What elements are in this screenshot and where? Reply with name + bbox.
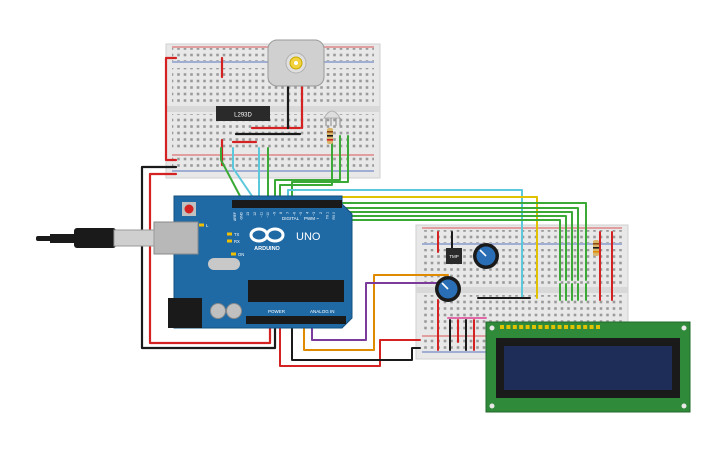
digital-pin-label: ~3 <box>312 212 316 216</box>
status-led <box>227 232 232 236</box>
status-led-labels: TX RX L ON <box>199 223 244 257</box>
arduino-brand: ARDUINO <box>254 246 280 252</box>
power-label: POWER <box>268 309 286 314</box>
analog-label: ANALOG IN <box>310 309 335 314</box>
digital-pin-label: ~9 <box>273 212 277 216</box>
rgb-led[interactable] <box>323 110 341 126</box>
digital-pin-label: 12 <box>253 212 257 216</box>
status-led-label: L <box>206 223 209 228</box>
wire-orange-a0 <box>303 274 449 351</box>
digital-pin-label: 2 <box>319 212 323 214</box>
wire-green-led-3 <box>291 135 349 206</box>
lcd-pin <box>583 325 588 329</box>
lcd-pin <box>557 325 562 329</box>
lcd-pin <box>596 325 600 329</box>
lcd-pin <box>506 325 511 329</box>
status-led-label: RX <box>234 239 240 244</box>
digital-pin-label: AREF <box>233 212 237 221</box>
usb-cable <box>36 228 155 248</box>
h-bridge-ic[interactable]: L293D <box>216 106 270 121</box>
arduino-logo-icon <box>249 227 285 243</box>
status-led-label: ON <box>238 252 244 257</box>
digital-pin-label: TX 1 <box>325 212 329 219</box>
analog-header <box>304 316 346 324</box>
wire-red-left-rail <box>164 56 178 162</box>
h-bridge-label: L293D <box>234 113 252 119</box>
lcd-pin <box>525 325 530 329</box>
lcd-pin <box>589 325 594 329</box>
wire-green-led-2 <box>274 135 341 206</box>
digital-pin-label: ~5 <box>299 212 303 216</box>
wire-green-led-1 <box>279 135 333 206</box>
wire-red-5v-rb <box>279 321 421 367</box>
digital-pin-label: ~10 <box>266 212 270 218</box>
usb-port <box>153 221 199 255</box>
digital-pin-label: GND <box>240 211 244 219</box>
reset-button[interactable] <box>184 204 194 214</box>
digital-pin-label: ~11 <box>259 212 263 218</box>
lcd-screen <box>504 346 672 390</box>
lcd-pin <box>538 325 543 329</box>
wire-black-gnd-main <box>140 165 277 350</box>
wire-purple-a1 <box>311 282 439 341</box>
digital-pin-label: 13 <box>246 212 250 216</box>
digital-pin-label: 7 <box>286 212 290 214</box>
lcd-pin <box>544 325 549 329</box>
lcd-pin <box>576 325 581 329</box>
status-led-label: TX <box>234 232 240 237</box>
power-jack <box>168 298 202 328</box>
lcd-pin <box>519 325 524 329</box>
lcd-display[interactable] <box>485 321 691 413</box>
potentiometer-2[interactable] <box>435 276 461 302</box>
lcd-pin-header <box>500 325 600 329</box>
digital-pin-label: 4 <box>306 212 310 214</box>
status-led <box>227 239 232 243</box>
arduino-uno[interactable]: UNO ARDUINO DIGITAL PWM ~ POWER ANALOG I… <box>153 195 353 329</box>
digital-header <box>232 200 342 208</box>
lcd-pin <box>564 325 568 329</box>
digital-label: DIGITAL <box>282 216 300 221</box>
potentiometer-1[interactable] <box>473 243 499 269</box>
pot-2-knob-icon <box>441 282 449 290</box>
status-led <box>199 223 204 227</box>
atmega-chip <box>248 280 344 302</box>
resistor-top[interactable] <box>327 128 333 144</box>
digital-pin-label: ~6 <box>292 212 296 216</box>
wire-black-gnd-rb <box>291 321 421 361</box>
lcd-pin <box>532 325 536 329</box>
status-led <box>231 252 236 256</box>
pwm-label: PWM ~ <box>304 216 319 221</box>
arduino-model: UNO <box>296 231 321 243</box>
lcd-pin <box>551 325 556 329</box>
lcd-pin <box>500 325 504 329</box>
temperature-sensor[interactable]: TMP <box>446 248 462 264</box>
dc-motor[interactable] <box>267 39 325 87</box>
lcd-pin <box>512 325 517 329</box>
temp-sensor-label: TMP <box>449 254 459 259</box>
lcd-pin <box>570 325 575 329</box>
resistor-right[interactable] <box>593 240 599 256</box>
wire-red-5v-main <box>148 172 272 345</box>
power-header <box>246 316 304 324</box>
pot-1-knob-icon <box>479 249 487 257</box>
digital-pin-label: RX 0 <box>332 212 336 220</box>
digital-pin-label: 8 <box>279 212 283 214</box>
